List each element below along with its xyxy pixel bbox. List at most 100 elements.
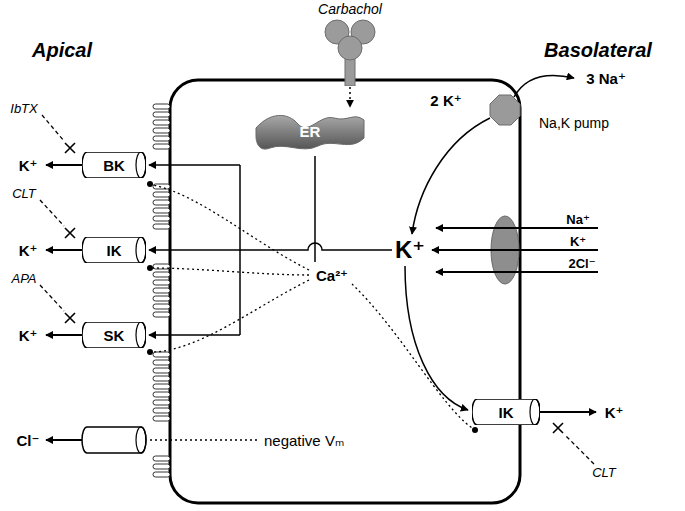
ion-label: Na⁺	[566, 213, 589, 226]
ik-channel: IK	[82, 237, 146, 263]
drawing-part	[147, 181, 153, 187]
drawing-part	[153, 280, 309, 352]
potential-link	[150, 439, 258, 440]
er-body	[256, 115, 364, 149]
activation-dots	[147, 181, 478, 433]
na-k-pump: Na,K pump	[489, 94, 629, 134]
microvillus	[153, 144, 170, 149]
receptor-lobe	[338, 36, 362, 60]
microvillus	[153, 128, 170, 133]
microvillus	[153, 296, 170, 301]
channel-cap	[136, 237, 146, 263]
microvillus	[153, 120, 170, 125]
microvillus	[153, 472, 170, 477]
channel-body	[472, 399, 540, 425]
drawing-part	[149, 249, 240, 251]
drawing-part	[565, 435, 594, 464]
drawing-part	[472, 427, 478, 433]
receptor-body	[325, 20, 375, 86]
ion-label: K⁺	[395, 238, 425, 262]
inhibitor-name: IbTX	[10, 102, 37, 115]
drawing-part	[412, 118, 490, 234]
channel-name: BK	[103, 158, 125, 173]
ion-label: K⁺	[19, 158, 38, 173]
channel-name: IK	[499, 405, 514, 420]
microvillus	[153, 368, 170, 373]
potential-label: negative Vₘ	[264, 433, 344, 448]
microvillus	[153, 208, 170, 213]
efflux-arrows	[46, 165, 82, 440]
microvillus	[153, 416, 170, 421]
signal-arrow	[349, 87, 351, 107]
drawing-part	[40, 200, 64, 226]
side-label: Apical	[32, 40, 92, 60]
side-label: Basolateral	[544, 40, 652, 60]
drawing-part	[432, 249, 598, 251]
channel-cap	[136, 322, 146, 348]
channel-body	[82, 237, 146, 263]
ion-label: 2 K⁺	[430, 93, 461, 108]
ion-label: K⁺	[19, 243, 38, 258]
inhibitor-name: CLT	[592, 466, 616, 479]
drawing-part	[436, 271, 598, 273]
microvillus	[153, 456, 170, 461]
microvillus	[153, 200, 170, 205]
drawing-part	[240, 243, 392, 250]
channel-body	[82, 322, 146, 348]
drawing-part	[553, 423, 563, 433]
microvillus	[153, 408, 170, 413]
drawing-part	[153, 268, 309, 275]
er-organelle: ER	[252, 108, 368, 154]
pump-body	[490, 95, 520, 125]
receptor: Carbachol	[305, 0, 395, 86]
calcium-activation	[153, 185, 472, 428]
ion-label: K⁺	[570, 235, 586, 248]
channel-name: SK	[104, 328, 125, 343]
ion-label: 2Cl⁻	[568, 257, 595, 270]
channel-body	[82, 152, 146, 178]
ion-label: Ca²⁺	[316, 268, 348, 283]
drawing-part	[46, 249, 82, 251]
microvilli	[153, 104, 170, 477]
microvillus	[153, 360, 170, 365]
microvillus	[153, 112, 170, 117]
cl-channel	[82, 427, 146, 453]
agonist-name: Carbachol	[318, 2, 382, 16]
microvillus	[153, 392, 170, 397]
ion-label: K⁺	[605, 405, 624, 420]
ion-label: K⁺	[19, 328, 38, 343]
receptor-shape	[305, 16, 395, 86]
drawing-part	[65, 228, 75, 238]
microvillus	[153, 104, 170, 109]
drawing-part	[514, 75, 574, 97]
inhibitor-marks	[40, 115, 594, 464]
drawing-part	[42, 115, 64, 141]
microvillus	[153, 184, 170, 189]
microvillus	[153, 384, 170, 389]
inhibitor-name: APA	[11, 272, 36, 285]
drawing-part	[153, 185, 309, 270]
drawing-part	[436, 227, 598, 229]
microvillus	[153, 272, 170, 277]
microvillus	[153, 136, 170, 141]
na-k-pump-shape	[489, 94, 523, 128]
drawing-part	[149, 334, 240, 336]
drawing-part	[65, 143, 75, 153]
bk-channel: BK	[82, 152, 146, 178]
microvillus	[153, 304, 170, 309]
ion-label: 3 Na⁺	[586, 71, 626, 86]
drawing-part	[405, 266, 468, 410]
ik-channel: IK	[472, 399, 540, 425]
efflux-arrow	[540, 411, 596, 413]
drawing-part	[82, 427, 146, 453]
drawing-part	[46, 164, 82, 166]
drawing-part	[40, 285, 64, 311]
drawing-part	[352, 284, 472, 428]
calcium-release-line	[314, 156, 316, 262]
microvillus	[153, 464, 170, 469]
drawing-part	[149, 164, 240, 166]
drawing-part	[136, 427, 146, 453]
organelle-name: ER	[300, 124, 321, 139]
drawing-part	[147, 349, 153, 355]
